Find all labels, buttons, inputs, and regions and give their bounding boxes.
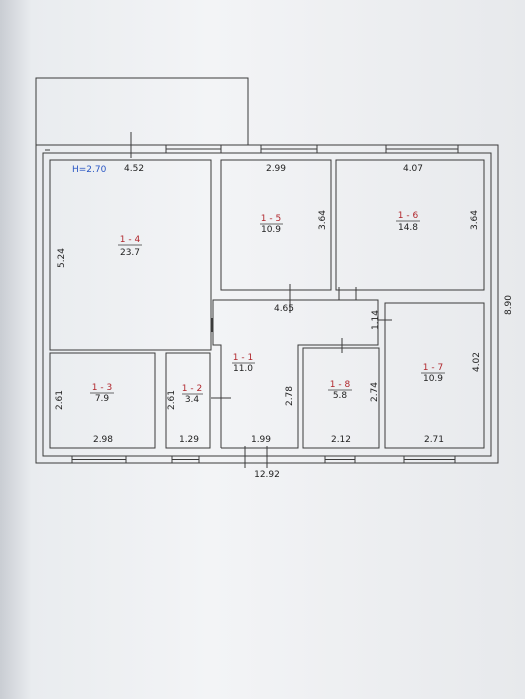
room-1-8-outline	[302, 347, 380, 449]
room-1-1-id: 1 - 1	[233, 353, 253, 363]
room-1-8-id: 1 - 8	[330, 380, 351, 390]
room-1-6-id: 1 - 6	[398, 211, 419, 221]
overall-depth: 8.90	[504, 295, 514, 315]
room-1-1-depth: 2.78	[285, 386, 295, 406]
room-1-8-width: 2.12	[331, 435, 351, 445]
room-1-7-id: 1 - 7	[423, 363, 443, 373]
room-1-3-width: 2.98	[93, 435, 113, 445]
room-1-1-area: 11.0	[233, 364, 253, 374]
room-1-4-area: 23.7	[120, 248, 140, 258]
room-1-1-width: 1.99	[251, 435, 271, 445]
room-1-7-outline	[384, 302, 485, 449]
room-1-6-outline	[335, 159, 485, 291]
room-1-8-area: 5.8	[333, 391, 348, 401]
room-1-5-id: 1 - 5	[261, 214, 281, 224]
room-1-2-area: 3.4	[185, 395, 200, 405]
room-1-1-outline	[212, 299, 379, 449]
room-1-3-id: 1 - 3	[92, 383, 112, 393]
room-1-7-depth: 4.02	[472, 352, 482, 372]
room-1-4-outline	[49, 159, 212, 351]
room-1-6-area: 14.8	[398, 223, 418, 233]
room-1-3-depth: 2.61	[55, 390, 65, 410]
room-1-7-width: 2.71	[424, 435, 444, 445]
room-1-5-depth: 3.64	[318, 210, 328, 230]
room-1-4-width: 4.52	[124, 164, 144, 174]
room-1-5-outline	[220, 159, 332, 291]
outer-wall-inner	[42, 152, 492, 457]
windows-bottom	[71, 455, 456, 464]
room-1-7-area: 10.9	[423, 374, 443, 384]
room-1-2-outline	[165, 352, 211, 449]
room-1-5-width: 2.99	[266, 164, 286, 174]
room-1-5-area: 10.9	[261, 225, 281, 235]
room-1-3-outline	[49, 352, 156, 449]
corridor-width: 4.65	[274, 304, 294, 314]
room-1-6-depth: 3.64	[470, 210, 480, 230]
room-1-6-width: 4.07	[403, 164, 423, 174]
room-1-3-area: 7.9	[95, 394, 110, 404]
corridor-step: 1.14	[371, 310, 381, 330]
room-1-2-id: 1 - 2	[182, 384, 202, 394]
outer-wall-outer	[35, 144, 499, 464]
room-1-8-depth: 2.74	[370, 382, 380, 402]
room-1-2-width: 1.29	[179, 435, 199, 445]
windows-top	[165, 144, 459, 154]
overall-width: 12.92	[254, 470, 280, 480]
door-marks	[45, 132, 392, 468]
room-1-4-id: 1 - 4	[120, 235, 141, 245]
room-1-4-depth: 5.24	[57, 248, 67, 268]
room-1-2-depth: 2.61	[167, 390, 177, 410]
ceiling-height-label: H=2.70	[72, 165, 107, 175]
terrace-outline	[35, 77, 249, 145]
